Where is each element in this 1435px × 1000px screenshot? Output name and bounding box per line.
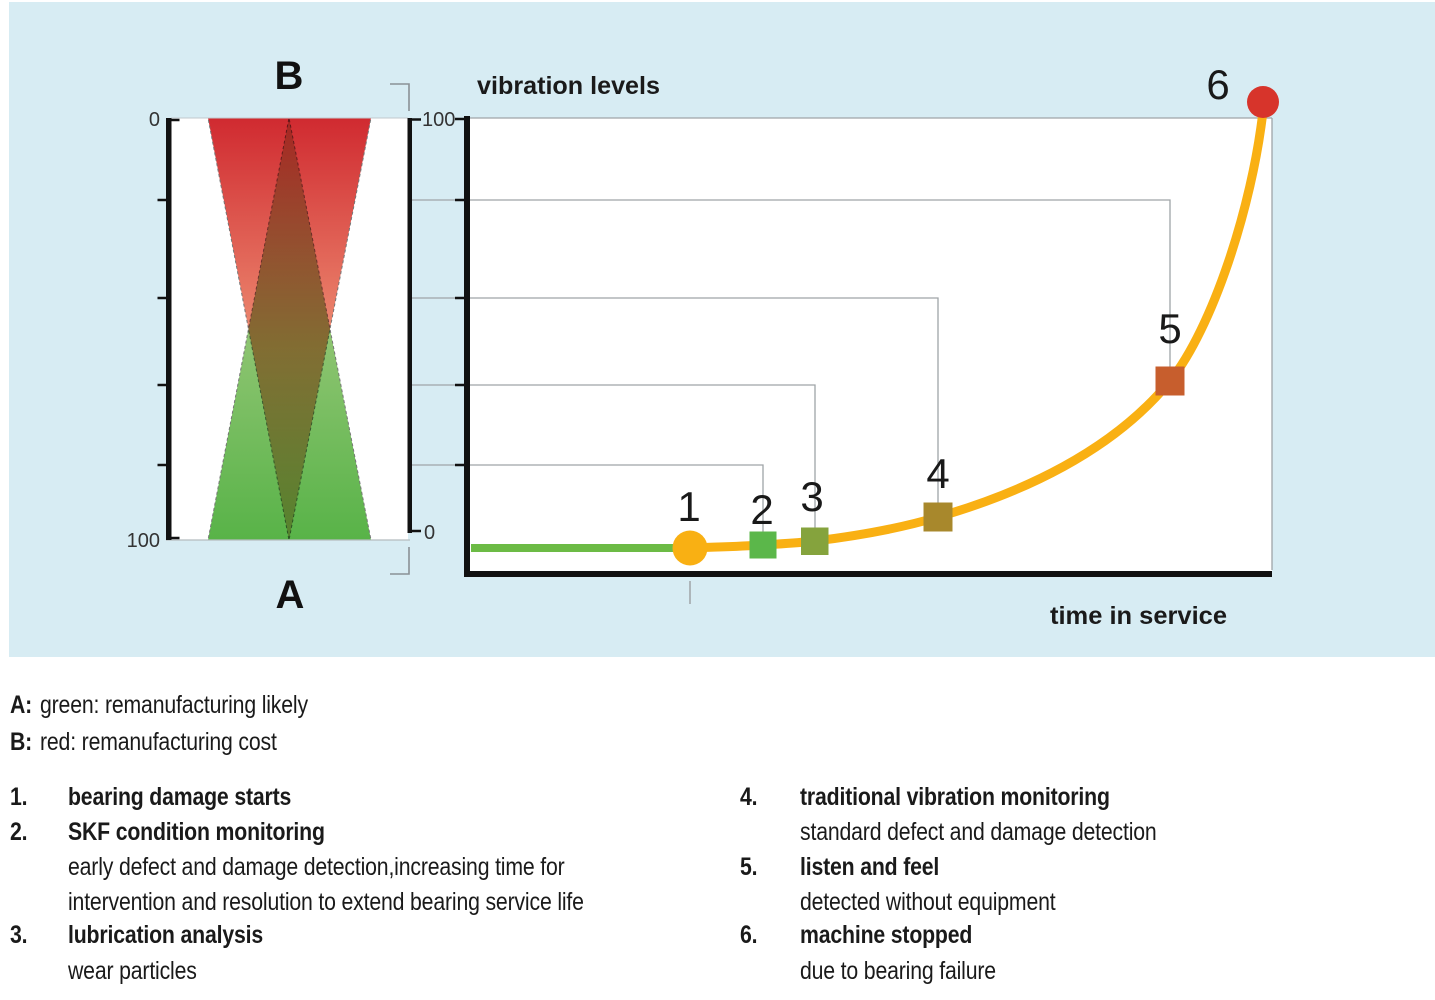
leader-line-40 xyxy=(412,384,816,528)
marker-2-square xyxy=(749,531,777,559)
marker-6-number: 6 xyxy=(1206,61,1229,108)
marker-3-square xyxy=(801,527,829,555)
marker-6-circle xyxy=(1247,86,1279,118)
legend-item-4-num: 4. xyxy=(740,783,758,811)
legend-item-1-num: 1. xyxy=(10,783,28,811)
legend-item-6-desc: due to bearing failure xyxy=(800,957,996,985)
legend-key-a: A: xyxy=(10,691,33,719)
label-a: A xyxy=(276,573,305,617)
legend-item-2-num: 2. xyxy=(10,818,28,846)
vibration-axis-label-0: 0 xyxy=(424,522,435,544)
marker-2-number: 2 xyxy=(750,486,773,533)
leader-line-80 xyxy=(412,199,1171,367)
bracket-bottom xyxy=(390,547,410,575)
figure-canvas: 0 100 B A 100 0 vibration levels time in… xyxy=(9,2,1435,657)
legend-item-2-title: SKF condition monitoring xyxy=(68,818,325,846)
green-likelihood-triangle xyxy=(207,117,372,541)
legend-item-6-title: machine stopped xyxy=(800,921,973,949)
x-axis xyxy=(464,571,1272,577)
panel-axis-label-0: 0 xyxy=(149,109,160,131)
legend-item-4-title: traditional vibration monitoring xyxy=(800,783,1110,811)
legend-key-b: B: xyxy=(10,728,33,756)
marker-1-number: 1 xyxy=(677,483,700,530)
legend-item-5-desc: detected without equipment xyxy=(800,888,1056,916)
legend-key-b-text: red: remanufacturing cost xyxy=(40,728,277,756)
legend-item-2-desc-1: early defect and damage detection,increa… xyxy=(68,853,565,881)
legend-item-6-num: 6. xyxy=(740,921,758,949)
legend-item-3-title: lubrication analysis xyxy=(68,921,264,949)
marker-4-number: 4 xyxy=(926,450,949,497)
plot-area xyxy=(470,118,1272,571)
legend-item-3-num: 3. xyxy=(10,921,28,949)
marker-3-number: 3 xyxy=(800,473,823,520)
marker-1-circle xyxy=(672,530,708,566)
leader-line-60 xyxy=(412,297,939,504)
chart-title: vibration levels xyxy=(477,72,660,100)
condition-monitoring-figure: 0 100 B A 100 0 vibration levels time in… xyxy=(9,2,1435,657)
marker-5-number: 5 xyxy=(1158,305,1181,352)
panel-right-axis xyxy=(407,118,412,533)
marker-5-square xyxy=(1155,366,1185,396)
legend-item-1-title: bearing damage starts xyxy=(68,783,292,811)
marker-4-square xyxy=(923,502,953,532)
vibration-axis-label-100: 100 xyxy=(422,109,455,131)
bracket-top xyxy=(390,83,410,111)
x-axis-label: time in service xyxy=(1050,602,1227,630)
legend-item-5-num: 5. xyxy=(740,853,758,881)
panel-left-axis xyxy=(166,118,172,540)
legend-item-3-desc: wear particles xyxy=(68,957,197,985)
label-b: B xyxy=(275,54,304,98)
y-axis xyxy=(464,116,470,576)
legend-item-4-desc: standard defect and damage detection xyxy=(800,818,1157,846)
legend-item-2-desc-2: intervention and resolution to extend be… xyxy=(68,888,584,916)
panel-axis-label-100: 100 xyxy=(127,530,160,552)
legend-key-a-text: green: remanufacturing likely xyxy=(40,691,308,719)
legend-item-5-title: listen and feel xyxy=(800,853,940,881)
leader-line-20 xyxy=(412,464,764,532)
